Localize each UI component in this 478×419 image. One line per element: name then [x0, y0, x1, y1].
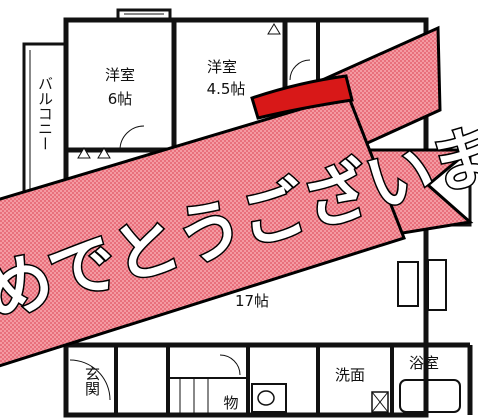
room-size: 6帖	[108, 90, 133, 108]
room-label-balcony: バルコニー	[36, 76, 54, 151]
room-label-western-6: 洋室 6帖	[105, 66, 135, 108]
room-label-storage: 物	[223, 394, 238, 412]
room-label-bathroom: 浴室	[409, 354, 439, 372]
room-name: 洋室	[105, 66, 135, 84]
room-name: 洋室	[207, 58, 237, 76]
room-size: 4.5帖	[207, 80, 246, 98]
banner-body	[0, 93, 406, 368]
room-label-western-45: 洋室 4.5帖	[207, 58, 246, 98]
banner-red-curl	[250, 74, 354, 120]
room-label-entrance: 玄関	[83, 366, 101, 397]
window-marks	[77, 23, 281, 159]
room-label-ldk-size: 17帖	[235, 292, 269, 310]
room-label-washroom: 洗面	[335, 366, 365, 384]
